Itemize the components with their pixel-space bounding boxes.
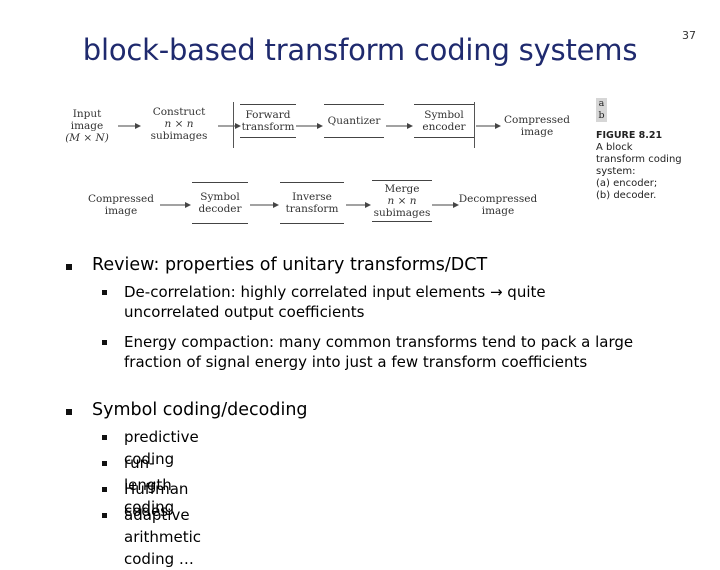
bullet-marker xyxy=(102,435,107,440)
sub-bullet-huffman-codes: Huffman codes xyxy=(124,480,189,520)
bullet-review: Review: properties of unitary transforms… xyxy=(92,255,488,275)
sub-bullet-energy-compaction: Energy compaction: many common transform… xyxy=(124,333,634,371)
compressed-image-input-label: Compressed image xyxy=(88,193,154,217)
bullet-marker xyxy=(102,290,107,295)
diagram-arrows xyxy=(118,123,501,208)
block-diagram-figure: Input image (M × N) Construct n × n subi… xyxy=(60,98,690,224)
encoder-divider xyxy=(233,102,234,148)
subfigure-ab-marker: a b xyxy=(596,98,607,122)
input-image-label: Input image (M × N) xyxy=(65,108,109,144)
sub-bullet-arithmetic-coding: adaptive arithmetic coding … xyxy=(124,506,202,568)
construct-subimages-block: Construct n × n subimages xyxy=(150,106,208,142)
forward-transform-block: Forward transform xyxy=(240,104,296,138)
quantizer-block: Quantizer xyxy=(324,104,384,138)
sub-bullet-decorrelation: De-correlation: highly correlated input … xyxy=(124,283,546,321)
inverse-transform-block: Inverse transform xyxy=(280,182,344,224)
bullet-marker xyxy=(66,264,72,270)
symbol-encoder-block: Symbol encoder xyxy=(414,104,474,138)
bullet-marker xyxy=(102,487,107,492)
bullet-marker xyxy=(66,409,72,415)
page-number: 37 xyxy=(682,29,696,42)
bullet-marker xyxy=(102,340,107,345)
bullet-marker xyxy=(102,461,107,466)
symbol-decoder-block: Symbol decoder xyxy=(192,182,248,224)
sub-bullet-run-length-coding: run-length coding xyxy=(124,454,175,516)
figure-caption: FIGURE 8.21 A block transform coding sys… xyxy=(596,130,682,201)
merge-subimages-block: Merge n × n subimages xyxy=(372,180,432,222)
slide-title: block-based transform coding systems xyxy=(82,33,638,67)
sub-bullet-predictive-coding: predictive coding xyxy=(124,428,199,468)
bullet-symbol-coding: Symbol coding/decoding xyxy=(92,400,308,420)
compressed-image-output-label: Compressed image xyxy=(504,114,570,138)
bullet-marker xyxy=(102,513,107,518)
encoder-divider xyxy=(474,102,475,148)
decompressed-image-label: Decompressed image xyxy=(458,193,538,217)
